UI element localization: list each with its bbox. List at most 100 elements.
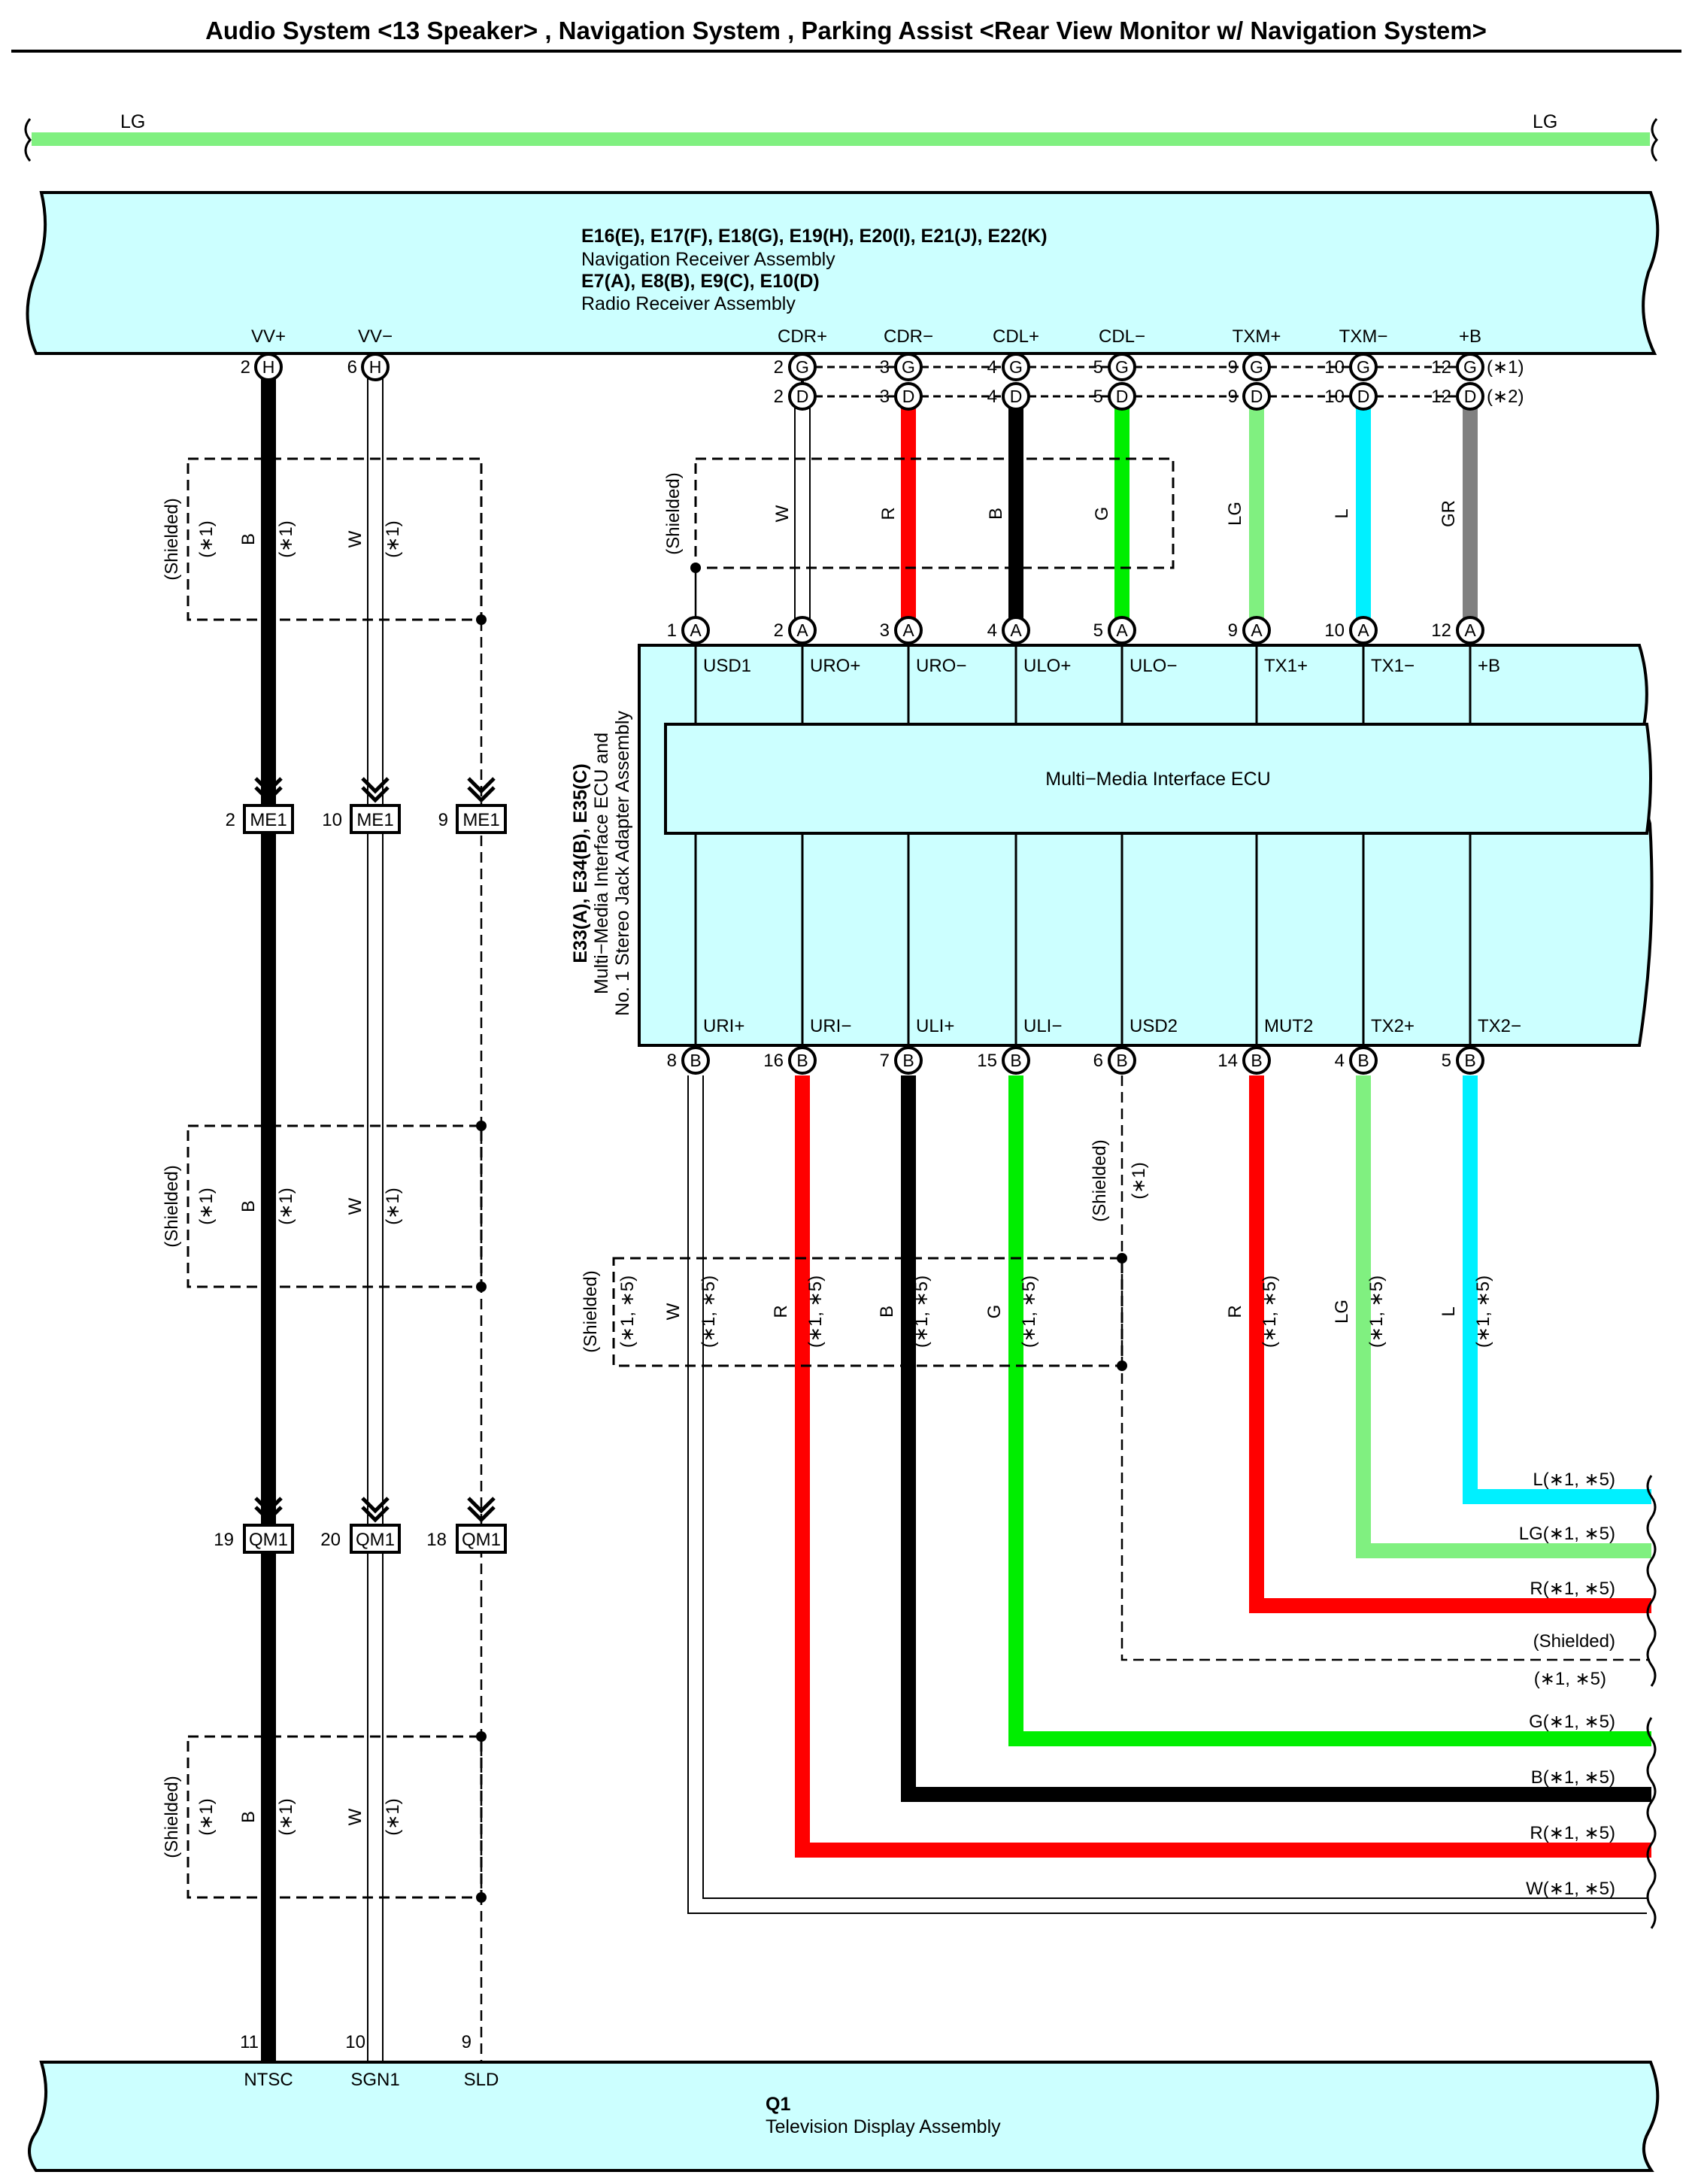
exit-w: W(∗1, ∗5) xyxy=(1526,1879,1615,1899)
a-pin: 3 xyxy=(880,620,890,641)
d-letter: D xyxy=(1010,387,1023,406)
wire-break-mark xyxy=(1646,1717,1657,1929)
wire-note: (∗1, ∗5) xyxy=(911,1276,932,1348)
a-letter: A xyxy=(902,620,914,640)
term-uli-plus: ULI+ xyxy=(916,1016,954,1036)
term-tx2-plus: TX2+ xyxy=(1371,1016,1415,1036)
qm1-label-1: QM1 xyxy=(249,1530,288,1550)
exit-shielded-note: (∗1, ∗5) xyxy=(1534,1669,1606,1689)
wire-note-b: (∗1) xyxy=(276,1798,296,1835)
term-uro-plus: URO+ xyxy=(810,656,860,676)
wire-note: (∗1, ∗5) xyxy=(699,1276,719,1348)
shield-label: (Shielded) xyxy=(1090,1139,1110,1221)
g-letter: G xyxy=(796,357,809,377)
wire-note: (∗1, ∗5) xyxy=(1366,1276,1387,1348)
b-pin: 6 xyxy=(1093,1051,1103,1071)
tv-pin-sgn1: 10 xyxy=(345,2032,365,2052)
d-letter: D xyxy=(902,387,915,406)
mmi-inner-label: Multi−Media Interface ECU xyxy=(1045,769,1270,790)
shield-note: (∗1) xyxy=(1129,1162,1149,1199)
a-letter: A xyxy=(1464,620,1476,640)
g-pin: 9 xyxy=(1228,357,1238,378)
terminal-txm-minus: TXM− xyxy=(1339,326,1388,347)
term-uri-plus: URI+ xyxy=(703,1016,744,1036)
term-uli-minus: ULI− xyxy=(1023,1016,1062,1036)
radio-assembly-name: Radio Receiver Assembly xyxy=(581,293,796,314)
g-letter: G xyxy=(902,357,915,377)
shield-note: (∗1) xyxy=(196,1798,217,1835)
wire-note: (∗1, ∗5) xyxy=(805,1276,826,1348)
wire-color-gr: GR xyxy=(1439,500,1459,527)
usd2-shield-labels: (Shielded) (∗1) xyxy=(1090,1139,1149,1221)
exit-l: L(∗1, ∗5) xyxy=(1533,1470,1615,1490)
b-pin: 4 xyxy=(1335,1051,1345,1071)
wire-color-b: B xyxy=(238,533,259,545)
shield-note: (∗1) xyxy=(196,520,217,557)
term-tx2-minus: TX2− xyxy=(1478,1016,1521,1036)
wire-note-b: (∗1) xyxy=(276,1188,296,1224)
term-tx1-plus: TX1+ xyxy=(1264,656,1308,676)
g-pin: 4 xyxy=(987,357,997,378)
me1-label-1: ME1 xyxy=(250,810,287,830)
mmi-top-pins: A A A A A A A A 1 2 3 4 5 9 10 12 xyxy=(667,616,1484,645)
mmi-bottom-pins: B B B B B B B B 8 16 7 15 6 14 4 5 xyxy=(667,1046,1484,1075)
top-lg-bus: LG LG xyxy=(24,111,1658,162)
term-ulo-plus: ULO+ xyxy=(1023,656,1071,676)
left-shield-1: (Shielded) (∗1) B (∗1) W (∗1) xyxy=(162,457,487,625)
a-letter: A xyxy=(1116,620,1128,640)
d-letter: D xyxy=(796,387,809,406)
exit-r-mut2: R(∗1, ∗5) xyxy=(1530,1579,1615,1599)
terminal-txm-plus: TXM+ xyxy=(1233,326,1281,347)
nav-assembly-name: Navigation Receiver Assembly xyxy=(581,249,835,270)
g-letter: G xyxy=(1115,357,1129,377)
wire-color-b: B xyxy=(238,1811,259,1823)
wire-color-g: G xyxy=(984,1305,1005,1319)
term-usd2: USD2 xyxy=(1130,1016,1178,1036)
terminal-cdl-plus: CDL+ xyxy=(993,326,1039,347)
a-pin: 5 xyxy=(1093,620,1103,641)
d-pin: 4 xyxy=(987,387,997,407)
tv-term-ntsc: NTSC xyxy=(244,2070,293,2090)
vv-minus-letter: H xyxy=(369,357,382,377)
wire-note: (∗1, ∗5) xyxy=(1260,1276,1280,1348)
b-pin: 8 xyxy=(667,1051,677,1071)
b-letter: B xyxy=(796,1051,808,1070)
b-pin: 15 xyxy=(977,1051,997,1071)
wire-color-lg: LG xyxy=(1332,1300,1352,1324)
b-letter: B xyxy=(690,1051,701,1070)
term-plus-b: +B xyxy=(1478,656,1500,676)
upper-wires xyxy=(694,406,1478,630)
wire-color-b: B xyxy=(986,508,1006,520)
d-pin: 5 xyxy=(1093,387,1103,407)
a-letter: A xyxy=(690,620,702,640)
bus-label-right: LG xyxy=(1533,111,1557,132)
d-pin: 3 xyxy=(880,387,890,407)
wire-color-b: B xyxy=(877,1306,897,1318)
wire-color-r: R xyxy=(771,1305,791,1318)
lower-wires xyxy=(687,1075,1651,1914)
g-pin: 2 xyxy=(774,357,784,378)
a-pin: 1 xyxy=(667,620,677,641)
d-row: D D D D D D D 2 3 4 5 9 10 12 (∗2) xyxy=(774,382,1524,411)
a-pin: 4 xyxy=(987,620,997,641)
wire-color-r: R xyxy=(1225,1305,1245,1318)
terminal-cdr-plus: CDR+ xyxy=(778,326,827,347)
a-pin: 12 xyxy=(1431,620,1451,641)
qm1-label-2: QM1 xyxy=(356,1530,395,1550)
b-pin: 5 xyxy=(1442,1051,1451,1071)
lower-shield: (Shielded) (∗1, ∗5) W (∗1, ∗5) R (∗1, ∗5… xyxy=(581,1253,1493,1371)
vv-plus-letter: H xyxy=(262,357,275,377)
terminal-cdl-minus: CDL− xyxy=(1099,326,1145,347)
b-letter: B xyxy=(1464,1051,1475,1070)
g-letter: G xyxy=(1250,357,1263,377)
d-pin: 12 xyxy=(1431,387,1451,407)
b-letter: B xyxy=(1357,1051,1369,1070)
term-mut2: MUT2 xyxy=(1264,1016,1313,1036)
wire-color-g: G xyxy=(1092,507,1112,521)
tv-term-sld: SLD xyxy=(464,2070,499,2090)
term-usd1: USD1 xyxy=(703,656,751,676)
wire-note-w: (∗1) xyxy=(383,1188,403,1224)
a-letter: A xyxy=(1010,620,1022,640)
term-ulo-minus: ULO− xyxy=(1130,656,1177,676)
